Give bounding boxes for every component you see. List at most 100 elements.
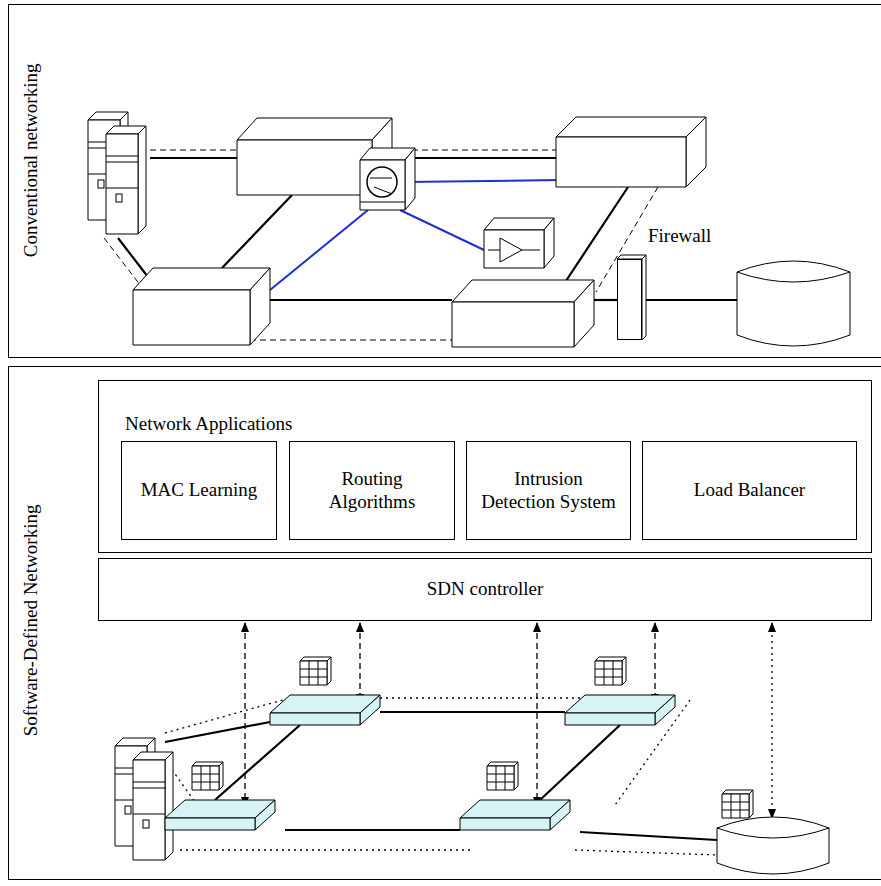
dashed-link <box>250 340 452 341</box>
box-label: Routing Algorithms <box>298 468 446 514</box>
router-box-front <box>133 290 250 345</box>
openflow-switch-front <box>270 713 360 725</box>
middlebox-link <box>270 210 368 290</box>
box-label: MAC Learning <box>141 479 258 502</box>
middlebox-side <box>405 148 415 210</box>
router-box-top <box>237 118 392 140</box>
openflow-switch <box>565 695 675 725</box>
dotted-link <box>180 849 470 850</box>
server-side <box>165 752 173 860</box>
router-box-top <box>556 117 706 137</box>
flow-table-rule <box>740 794 741 818</box>
dashed-link <box>104 238 144 290</box>
router-box-side <box>686 117 706 187</box>
link-line <box>165 722 270 742</box>
server-slot <box>133 788 165 789</box>
box-label: Network Applications <box>125 413 292 436</box>
router-box <box>556 117 706 187</box>
flow-table <box>487 762 518 790</box>
router-box-top <box>133 268 270 290</box>
dashed-link <box>392 150 556 151</box>
storage-rim <box>737 272 850 282</box>
openflow-switch-side <box>255 800 275 830</box>
flow-table-rule <box>604 661 605 685</box>
flow-table-side <box>514 762 518 790</box>
flow-table-rule <box>505 766 506 790</box>
box-label: Intrusion Detection System <box>475 468 622 514</box>
section-label: Software-Defined Networking <box>20 460 43 780</box>
openflow-switch-side <box>360 695 380 725</box>
control-channel <box>654 623 655 703</box>
openflow-switch-side <box>550 800 570 830</box>
storage-icon <box>717 817 829 874</box>
application-box: MAC Learning <box>121 441 277 540</box>
flow-table-front <box>192 766 219 790</box>
application-group: Network ApplicationsMAC Learning Routing … <box>98 380 872 553</box>
middlebox-arrow <box>370 178 392 179</box>
link-line <box>270 299 452 301</box>
control-channel <box>536 623 537 806</box>
router-box-front <box>452 302 574 347</box>
appliance-box-top <box>484 218 554 230</box>
openflow-switch <box>165 800 275 830</box>
flow-table-rule <box>300 669 327 670</box>
flow-table-rule <box>300 677 327 678</box>
flow-table-top <box>595 657 626 661</box>
flow-table <box>722 790 753 818</box>
server-button <box>143 820 149 828</box>
openflow-switch <box>270 695 380 725</box>
middlebox-link <box>400 210 484 250</box>
section-label: Conventional networking <box>20 0 43 320</box>
storage-rim <box>717 828 829 838</box>
flow-table <box>300 657 331 685</box>
flow-table-top <box>300 657 331 661</box>
box-label: Load Balancer <box>694 479 805 502</box>
server-icon <box>115 738 173 860</box>
openflow-switch <box>460 800 570 830</box>
router-box-side <box>250 268 270 345</box>
server-slot <box>133 814 165 815</box>
openflow-switch-front <box>565 713 655 725</box>
flow-table-rule <box>595 669 622 670</box>
router-box-front <box>556 137 686 187</box>
firewall-box: Firewall <box>617 259 642 340</box>
openflow-switch-front <box>165 818 255 830</box>
middlebox-front <box>360 160 405 210</box>
middlebox-link <box>405 180 560 182</box>
control-channel <box>244 623 245 806</box>
section-panel: Conventional networkingFirewall <box>8 4 881 358</box>
flow-table-front <box>722 794 749 818</box>
server-slot <box>106 162 138 163</box>
appliance-box-front <box>484 230 544 268</box>
flow-table-side <box>622 657 626 685</box>
link-line <box>540 725 620 800</box>
control-channel <box>359 623 360 703</box>
router-box-side <box>574 280 594 347</box>
dashed-link <box>150 150 237 151</box>
flow-table-rule <box>210 766 211 790</box>
server-front <box>133 760 165 860</box>
flow-table-rule <box>192 774 219 775</box>
flow-table-side <box>749 790 753 818</box>
section-panel: Software-Defined Networking Network Appli… <box>8 366 881 880</box>
controller-box: SDN controller <box>98 558 872 621</box>
server-slot <box>106 188 138 189</box>
link-line <box>215 725 300 800</box>
flow-table-rule <box>487 774 514 775</box>
application-box: Load Balancer <box>642 441 857 540</box>
middlebox-arrow <box>374 187 392 194</box>
server-front <box>106 134 138 234</box>
router-box <box>133 268 270 345</box>
flow-table <box>192 762 223 790</box>
flow-table-rule <box>309 661 310 685</box>
appliance-wire <box>522 250 540 251</box>
server-button <box>116 194 122 202</box>
flow-table-front <box>487 766 514 790</box>
control-channel <box>771 623 772 818</box>
flow-table-rule <box>722 810 749 811</box>
flow-table-rule <box>613 661 614 685</box>
link-line <box>580 832 717 840</box>
flow-table-top <box>192 762 223 766</box>
application-box: Routing Algorithms <box>289 441 455 540</box>
